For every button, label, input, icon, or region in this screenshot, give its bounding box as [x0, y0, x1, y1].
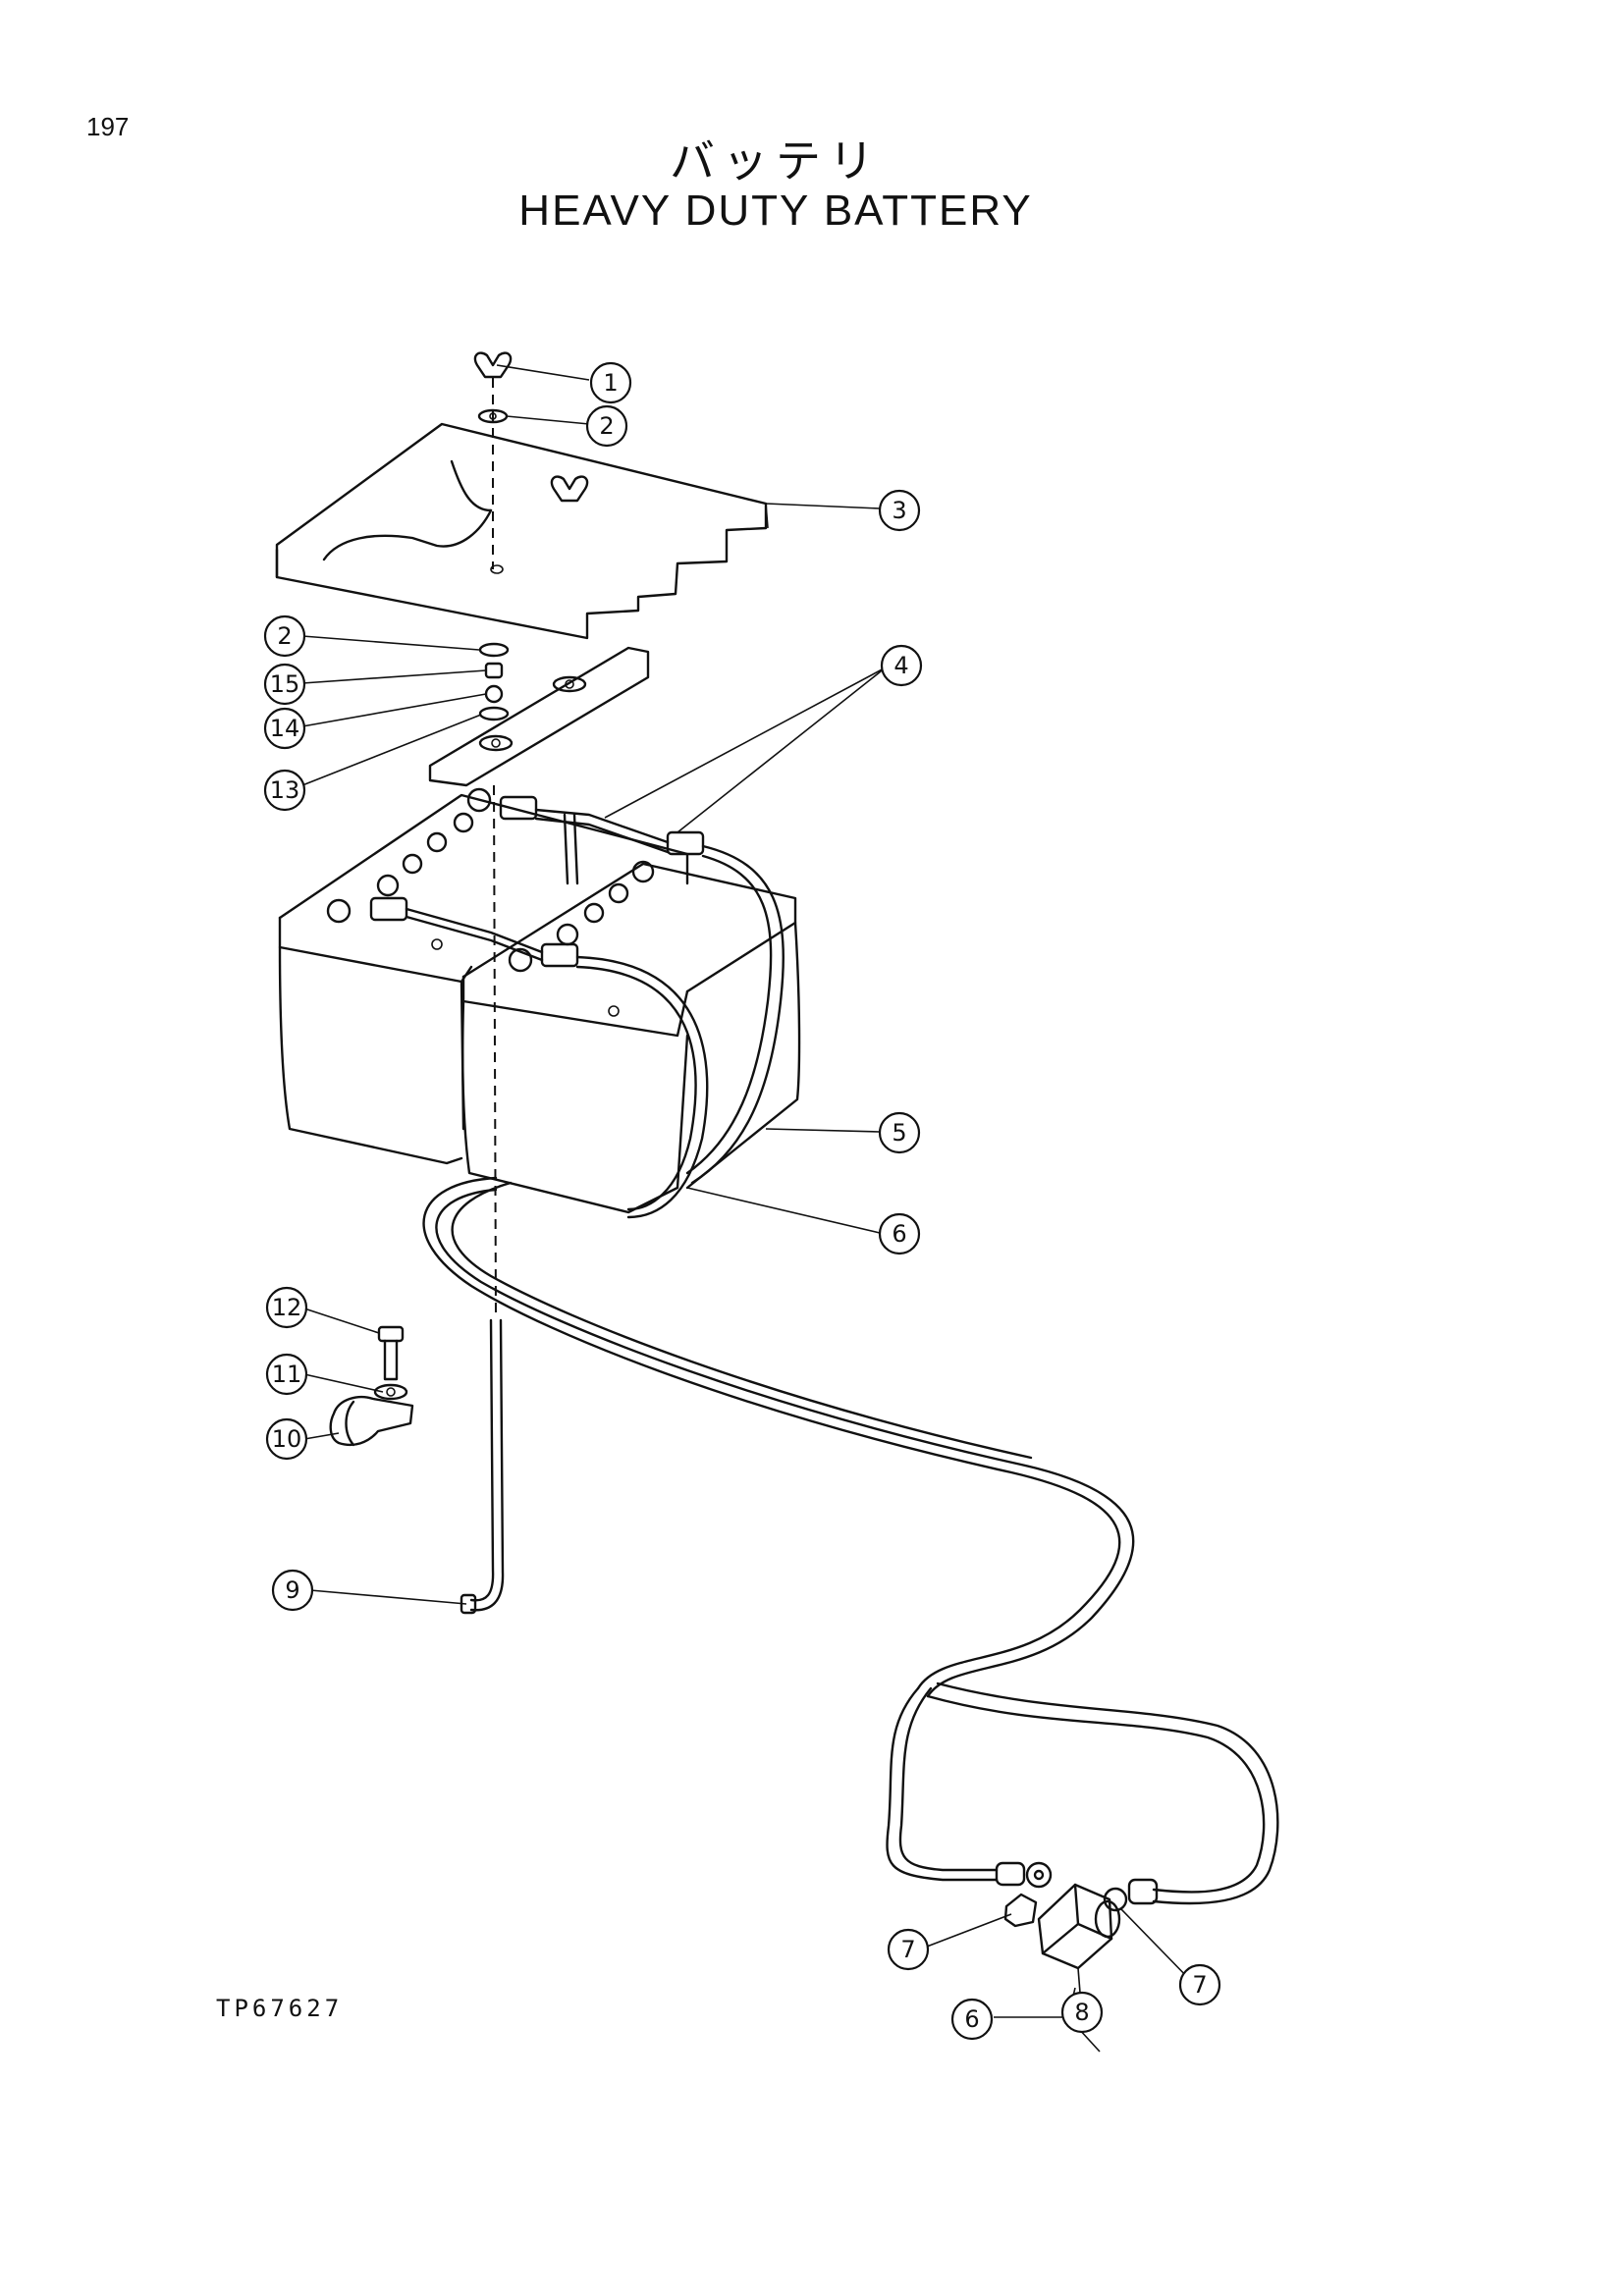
- hold-down-bar: [428, 642, 650, 787]
- svg-text:4: 4: [893, 652, 908, 679]
- callout-5: 5: [878, 1111, 921, 1154]
- callout-1: 1: [589, 361, 632, 404]
- title-japanese: バッテリ: [670, 134, 882, 187]
- jumper-cables: [405, 808, 670, 962]
- ground-cable: [460, 1318, 505, 1615]
- title-english: HEAVY DUTY BATTERY: [518, 187, 1033, 235]
- svg-text:8: 8: [1074, 1999, 1089, 2026]
- callout-11: 11: [265, 1353, 308, 1396]
- svg-text:3: 3: [892, 497, 906, 524]
- callout-14: 14: [263, 707, 306, 750]
- svg-text:6: 6: [964, 2005, 979, 2033]
- leader-lines: [301, 364, 1194, 2053]
- svg-text:7: 7: [1192, 1971, 1207, 1999]
- cable-terminals: [995, 1861, 1159, 1970]
- main-cables: [422, 844, 1279, 1905]
- svg-text:14: 14: [270, 715, 300, 742]
- svg-text:12: 12: [272, 1294, 302, 1321]
- callout-6: 6: [878, 1212, 921, 1255]
- callout-10: 10: [265, 1417, 308, 1461]
- svg-text:1: 1: [603, 369, 618, 397]
- callout-2-lower: 2: [263, 614, 306, 658]
- svg-text:10: 10: [272, 1425, 302, 1453]
- svg-text:7: 7: [900, 1936, 915, 1963]
- battery-cover: [275, 422, 769, 640]
- battery-terminals: [326, 787, 705, 973]
- drawing-code: TP67627: [216, 1995, 344, 2022]
- svg-text:9: 9: [285, 1576, 299, 1604]
- svg-text:2: 2: [277, 622, 292, 650]
- battery-right: [461, 862, 801, 1214]
- centerline-lower: [493, 784, 497, 1316]
- callout-15: 15: [263, 663, 306, 706]
- svg-text:15: 15: [270, 670, 300, 698]
- clamp-bolt: [329, 1325, 414, 1447]
- svg-text:2: 2: [599, 412, 614, 440]
- svg-text:5: 5: [892, 1119, 906, 1147]
- callout-7-left: 7: [887, 1928, 930, 1971]
- callout-8: 8: [1060, 1991, 1104, 2034]
- callout-6-bottom: 6: [950, 1998, 994, 2041]
- battery-left: [278, 793, 689, 1165]
- svg-text:6: 6: [892, 1220, 906, 1248]
- callout-13: 13: [263, 769, 306, 812]
- callout-3: 3: [878, 489, 921, 532]
- callout-12: 12: [265, 1286, 308, 1329]
- callout-2: 2: [585, 404, 628, 448]
- svg-text:13: 13: [270, 776, 300, 804]
- callout-9: 9: [271, 1569, 314, 1612]
- svg-text:11: 11: [272, 1361, 302, 1388]
- page-number: 197: [86, 112, 130, 141]
- callout-7-right: 7: [1178, 1963, 1221, 2006]
- callout-4: 4: [880, 644, 923, 687]
